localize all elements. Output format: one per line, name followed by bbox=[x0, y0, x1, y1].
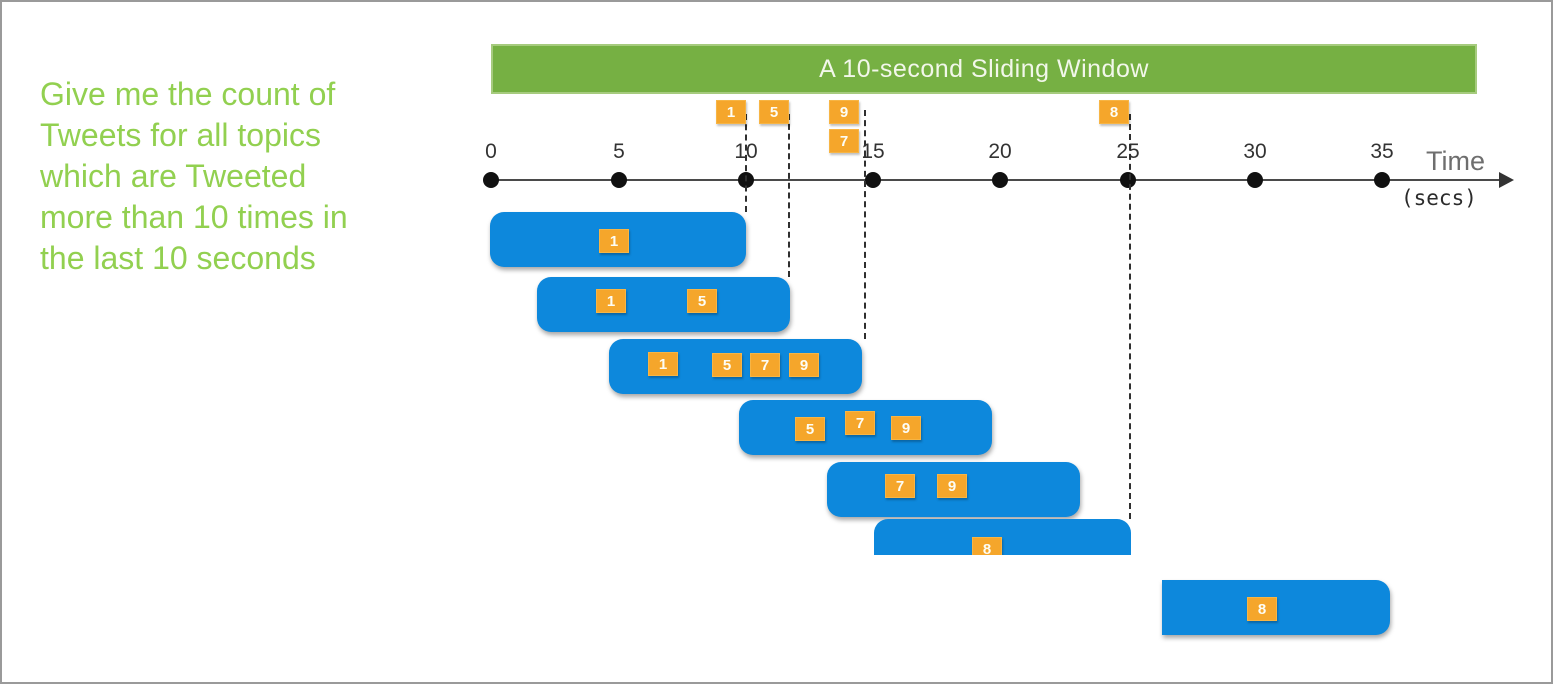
event-marker: 9 bbox=[789, 353, 819, 377]
event-marker: 7 bbox=[750, 353, 780, 377]
axis-tick-label: 0 bbox=[485, 140, 497, 163]
query-text: Give me the count of Tweets for all topic… bbox=[40, 74, 470, 279]
query-line: which are Tweeted bbox=[40, 158, 307, 194]
time-axis-title: Time bbox=[1426, 146, 1485, 176]
event-marker: 5 bbox=[712, 353, 742, 377]
event-marker: 9 bbox=[891, 416, 921, 440]
axis-tick-label: 30 bbox=[1243, 140, 1267, 163]
event-marker: 8 bbox=[1247, 597, 1277, 621]
sliding-window-bar: 8 bbox=[874, 519, 1131, 555]
event-marker: 5 bbox=[687, 289, 717, 313]
event-marker: 1 bbox=[599, 229, 629, 253]
event-marker: 5 bbox=[759, 100, 789, 124]
event-marker: 8 bbox=[972, 537, 1002, 555]
axis-arrow-icon bbox=[1499, 172, 1514, 188]
window-end-dashed-line bbox=[745, 114, 747, 212]
event-marker: 9 bbox=[937, 474, 967, 498]
query-line: the last 10 seconds bbox=[40, 240, 316, 276]
sliding-window-banner: A 10-second Sliding Window bbox=[491, 44, 1477, 94]
axis-tick-label: 35 bbox=[1370, 140, 1394, 163]
banner-label: A 10-second Sliding Window bbox=[819, 54, 1149, 83]
event-marker: 1 bbox=[648, 352, 678, 376]
query-line: more than 10 times in bbox=[40, 199, 348, 235]
sliding-window-bar: 1 bbox=[490, 212, 746, 267]
axis-tick-dot bbox=[1374, 172, 1390, 188]
axis-tick-label: 5 bbox=[613, 140, 625, 163]
window-end-dashed-line bbox=[864, 110, 866, 339]
event-marker: 8 bbox=[1099, 100, 1129, 124]
event-marker: 9 bbox=[829, 100, 859, 124]
axis-tick-label: 15 bbox=[861, 140, 885, 163]
axis-tick-dot bbox=[1120, 172, 1136, 188]
axis-tick-dot bbox=[483, 172, 499, 188]
event-marker: 7 bbox=[885, 474, 915, 498]
query-line: Give me the count of bbox=[40, 76, 336, 112]
event-marker: 5 bbox=[795, 417, 825, 441]
window-end-dashed-line bbox=[788, 114, 790, 277]
event-marker: 1 bbox=[596, 289, 626, 313]
query-line: Tweets for all topics bbox=[40, 117, 321, 153]
axis-tick-label: 25 bbox=[1116, 140, 1140, 163]
event-marker: 7 bbox=[845, 411, 875, 435]
axis-tick-dot bbox=[611, 172, 627, 188]
axis-tick-dot bbox=[865, 172, 881, 188]
window-end-dashed-line bbox=[1129, 114, 1131, 519]
event-marker: 7 bbox=[829, 129, 859, 153]
axis-tick-dot bbox=[1247, 172, 1263, 188]
time-axis-units: (secs) bbox=[1401, 186, 1477, 210]
axis-tick-dot bbox=[992, 172, 1008, 188]
event-marker: 1 bbox=[716, 100, 746, 124]
sliding-window-bar: 8 bbox=[1162, 580, 1390, 635]
axis-tick-label: 20 bbox=[988, 140, 1012, 163]
